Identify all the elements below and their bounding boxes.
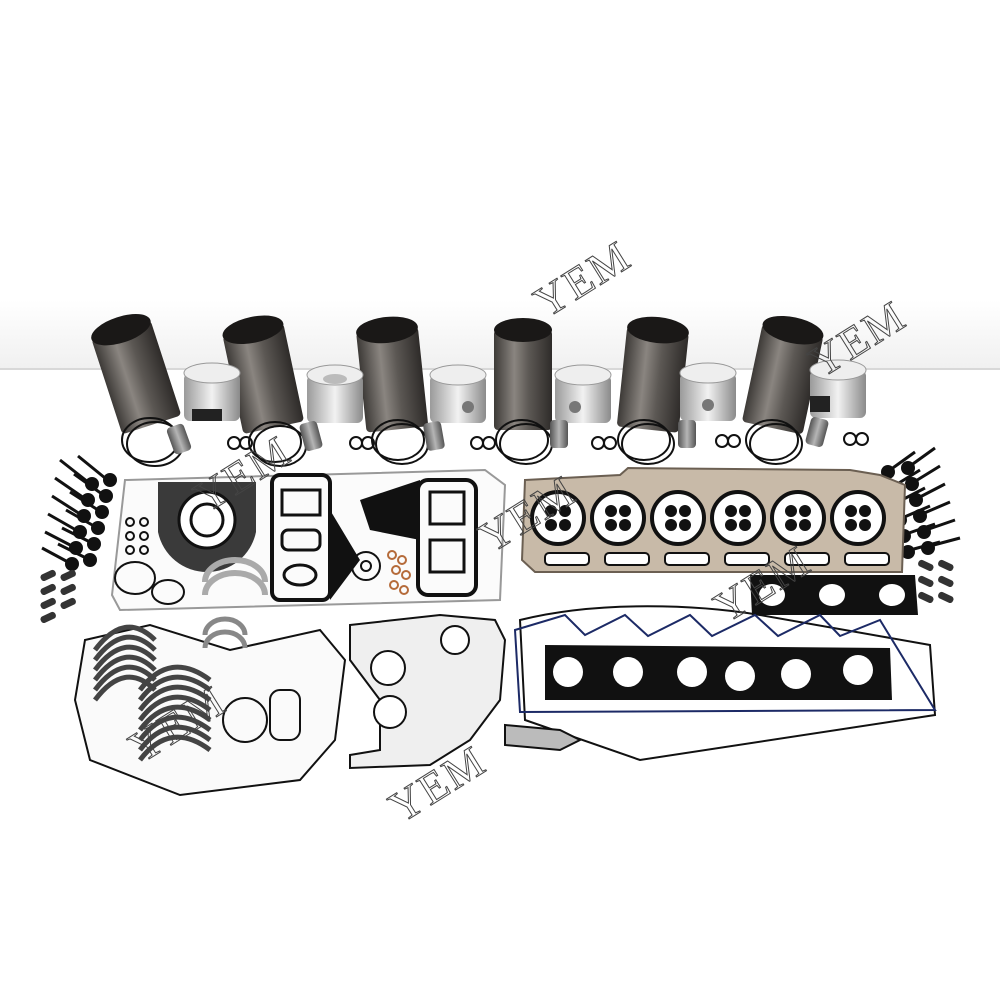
cylinder-liners (91, 314, 824, 434)
piston-pins (166, 417, 829, 455)
head-gasket (520, 466, 907, 573)
valve-heads-left (65, 473, 117, 571)
front-cover-gasket (349, 613, 583, 770)
piston-rings (121, 417, 803, 467)
intake-manifold-gasket (750, 575, 918, 615)
circlips (227, 432, 869, 450)
oil-pan-gasket-set (110, 468, 507, 612)
valve-cover-gasket (513, 605, 937, 762)
valve-guides-right (918, 559, 954, 604)
pistons (183, 359, 867, 423)
crankshaft-bearings (93, 624, 212, 762)
exhaust-manifold-gasket (545, 645, 892, 700)
valve-guides-left (40, 569, 76, 624)
